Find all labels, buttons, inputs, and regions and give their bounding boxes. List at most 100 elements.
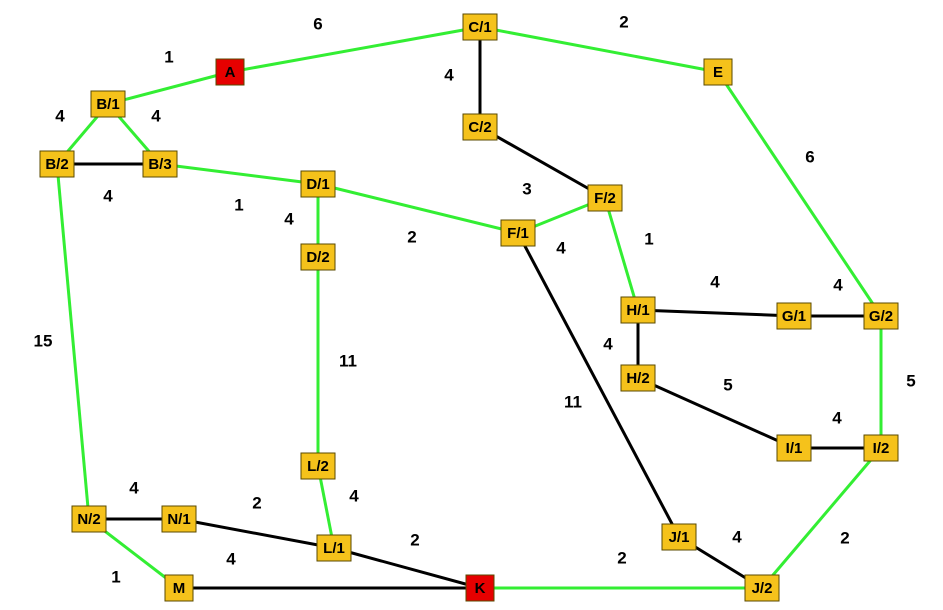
node-label-e: E [713, 64, 723, 81]
node-box-c1 [462, 13, 498, 41]
node-b2: B/2 [39, 150, 75, 178]
edge-weight-h2-i1: 5 [723, 375, 732, 394]
edge-weight-h1-h2: 4 [603, 334, 613, 353]
edge-i2-j2 [760, 447, 883, 589]
edge-weight-n2-n1: 4 [129, 478, 139, 497]
edge-weight-l1-k: 2 [410, 530, 419, 549]
node-g1: G/1 [776, 302, 812, 330]
node-i1: I/1 [776, 434, 812, 462]
edge-l2-l1 [316, 465, 336, 549]
node-n2: N/2 [71, 505, 107, 533]
node-box-l2 [300, 452, 336, 480]
node-box-a [215, 58, 245, 86]
node-label-a: A [225, 64, 236, 81]
node-label-b1: B/1 [96, 96, 119, 113]
edge-weight-c1-e: 2 [619, 12, 628, 31]
edge-weight-m-k: 4 [226, 549, 236, 568]
edge-h2-i1 [637, 376, 795, 450]
node-m: M [164, 574, 194, 602]
edge-b2-n2 [55, 163, 91, 520]
node-label-f1: F/1 [507, 225, 529, 242]
edge-weight-b2-n2: 15 [34, 331, 53, 350]
node-label-g2: G/2 [869, 308, 893, 325]
node-box-n2 [71, 505, 107, 533]
node-box-n1 [161, 505, 197, 533]
edge-weight-d2-l2: 11 [339, 351, 357, 370]
node-label-d2: D/2 [306, 249, 329, 266]
node-b1: B/1 [90, 90, 126, 118]
node-box-c2 [462, 113, 498, 141]
edge-l1-k [333, 546, 481, 590]
edge-weight-d1-d2: 4 [284, 209, 294, 228]
node-label-h2: H/2 [626, 370, 649, 387]
node-box-h2 [620, 364, 656, 392]
node-label-d1: D/1 [306, 176, 329, 193]
node-label-m: M [173, 580, 186, 597]
node-box-b2 [39, 150, 75, 178]
edge-weight-b3-d1: 1 [234, 195, 243, 214]
edge-weight-i1-i2: 4 [832, 408, 842, 427]
node-label-c1: C/1 [468, 19, 491, 36]
node-n1: N/1 [161, 505, 197, 533]
edge-a-c1 [229, 25, 481, 74]
node-l1: L/1 [316, 534, 352, 562]
node-box-m [164, 574, 194, 602]
node-a: A [215, 58, 245, 86]
node-d1: D/1 [300, 170, 336, 198]
edge-e-g2 [716, 71, 883, 317]
node-box-g2 [863, 302, 899, 330]
edge-weight-i2-j2: 2 [840, 528, 849, 547]
node-f2: F/2 [587, 184, 623, 212]
node-label-j1: J/1 [669, 529, 690, 546]
edge-c2-f2 [479, 125, 606, 200]
node-g2: G/2 [863, 302, 899, 330]
node-i2: I/2 [863, 434, 899, 462]
edge-weight-b2-b3: 4 [103, 186, 113, 205]
edge-weight-f2-h1: 1 [644, 229, 653, 248]
node-c1: C/1 [462, 13, 498, 41]
node-box-d1 [300, 170, 336, 198]
edge-weight-f1-j1: 11 [564, 392, 582, 411]
edge-weight-a-c1: 6 [313, 14, 322, 33]
node-c2: C/2 [462, 113, 498, 141]
node-label-b2: B/2 [45, 156, 68, 173]
edge-weight-h1-g1: 4 [710, 272, 720, 291]
node-box-f1 [500, 219, 536, 247]
node-j1: J/1 [661, 523, 697, 551]
edge-weight-a-b1: 1 [164, 47, 173, 66]
edge-weight-d1-f1: 2 [407, 227, 416, 246]
edge-weight-b1-b2: 4 [55, 106, 65, 125]
node-e: E [703, 58, 733, 86]
node-box-d2 [300, 243, 336, 271]
node-box-l1 [316, 534, 352, 562]
node-box-j2 [744, 574, 780, 602]
edge-f1-j1 [516, 232, 681, 538]
edge-a-b1 [107, 70, 231, 106]
node-label-i1: I/1 [786, 440, 803, 457]
node-h1: H/1 [620, 296, 656, 324]
node-b3: B/3 [142, 150, 178, 178]
node-k: K [465, 574, 495, 602]
edge-weight-k-j2: 2 [617, 548, 626, 567]
node-j2: J/2 [744, 574, 780, 602]
edge-weight-b1-b3: 4 [151, 106, 161, 125]
edge-weight-j1-j2: 4 [732, 527, 742, 546]
edge-b3-d1 [159, 162, 319, 186]
edge-weight-g1-g2: 4 [833, 275, 843, 294]
edge-weight-c1-c2: 4 [444, 65, 454, 84]
node-label-l2: L/2 [307, 458, 329, 475]
node-label-i2: I/2 [873, 440, 890, 457]
edge-weight-e-g2: 6 [805, 147, 814, 166]
node-box-k [465, 574, 495, 602]
node-box-h1 [620, 296, 656, 324]
node-label-h1: H/1 [626, 302, 649, 319]
edge-weight-n1-l1: 2 [252, 493, 261, 512]
node-label-l1: L/1 [323, 540, 345, 557]
node-box-i2 [863, 434, 899, 462]
node-box-j1 [661, 523, 697, 551]
node-label-b3: B/3 [148, 156, 171, 173]
node-box-b3 [142, 150, 178, 178]
node-f1: F/1 [500, 219, 536, 247]
